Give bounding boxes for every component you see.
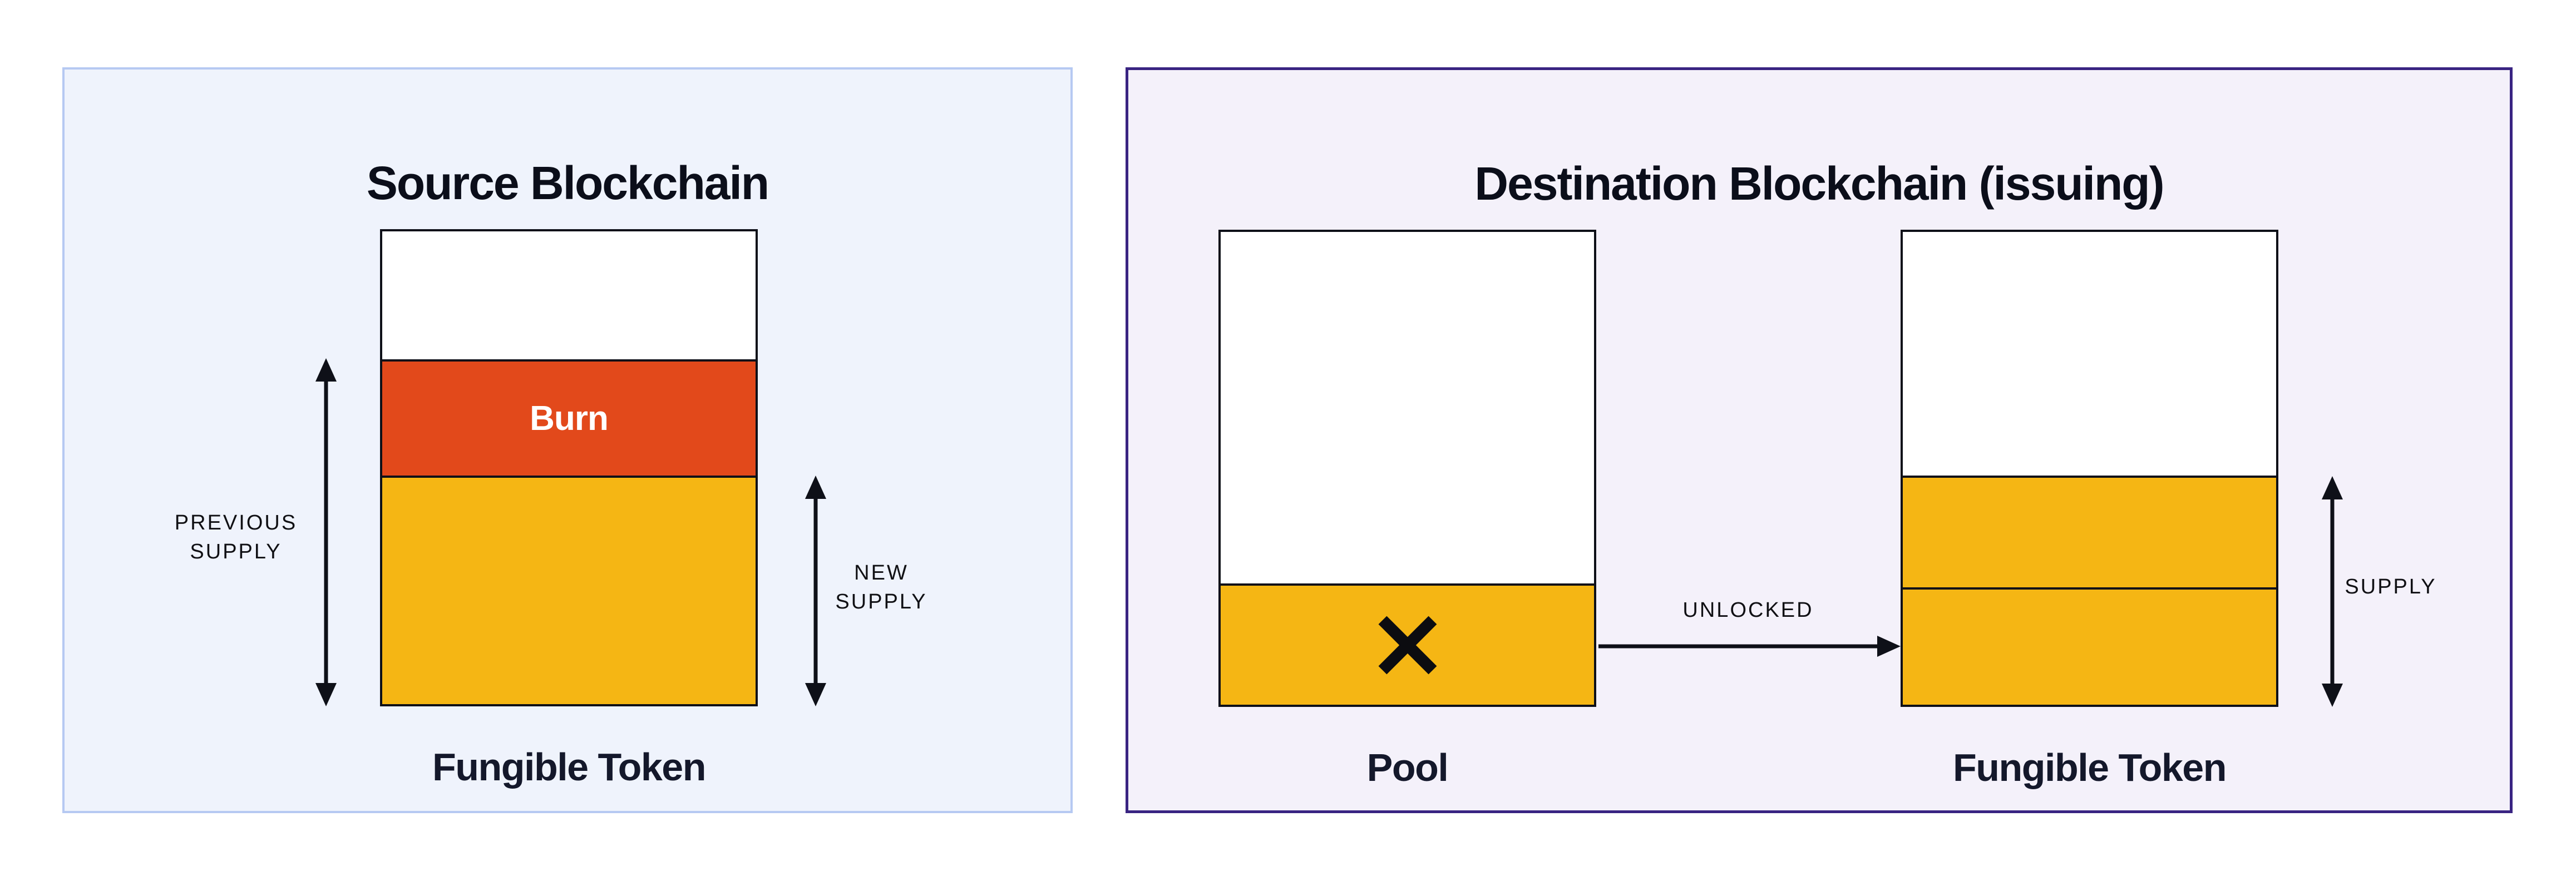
previous-supply-label-line2: SUPPLY bbox=[190, 540, 282, 563]
source-blockchain-panel: Source Blockchain Burn PREVIOUS SUPPLY N… bbox=[62, 67, 1073, 813]
supply-label: SUPPLY bbox=[2345, 575, 2437, 598]
source-bar-caption: Fungible Token bbox=[432, 745, 707, 789]
supply-range-arrow bbox=[2322, 476, 2343, 707]
source-bar-empty-segment bbox=[382, 231, 756, 359]
source-fungible-token-bar: Burn bbox=[380, 229, 758, 706]
destination-blockchain-panel: Destination Blockchain (issuing) Pool UN… bbox=[1126, 67, 2513, 813]
pool-caption: Pool bbox=[1366, 746, 1449, 789]
pool-bar bbox=[1218, 230, 1596, 707]
source-panel-title: Source Blockchain bbox=[366, 156, 769, 209]
new-supply-label-line1: NEW bbox=[854, 561, 909, 585]
new-supply-range-arrow bbox=[805, 476, 826, 706]
destination-bar-caption: Fungible Token bbox=[1952, 746, 2227, 789]
destination-fungible-token-bar bbox=[1901, 230, 2278, 707]
x-mark-icon bbox=[1378, 616, 1437, 675]
source-bar-burn-segment: Burn bbox=[382, 359, 756, 476]
previous-supply-range-arrow bbox=[315, 358, 337, 706]
unlocked-arrow bbox=[1598, 636, 1901, 657]
new-supply-label: NEW SUPPLY bbox=[798, 558, 965, 616]
destination-panel-title: Destination Blockchain (issuing) bbox=[1474, 157, 2164, 210]
new-supply-label-line2: SUPPLY bbox=[835, 590, 927, 613]
unlocked-label: UNLOCKED bbox=[1682, 598, 1814, 622]
destination-bar-empty-segment bbox=[1903, 232, 2276, 476]
pool-bar-locked-segment bbox=[1221, 583, 1594, 705]
source-bar-supply-segment bbox=[382, 475, 756, 704]
pool-bar-empty-segment bbox=[1221, 232, 1594, 584]
destination-bar-supply-lower-segment bbox=[1903, 587, 2276, 705]
destination-bar-supply-upper-segment bbox=[1903, 475, 2276, 588]
previous-supply-label: PREVIOUS SUPPLY bbox=[113, 508, 358, 566]
burn-label: Burn bbox=[530, 399, 609, 438]
previous-supply-label-line1: PREVIOUS bbox=[174, 511, 298, 534]
